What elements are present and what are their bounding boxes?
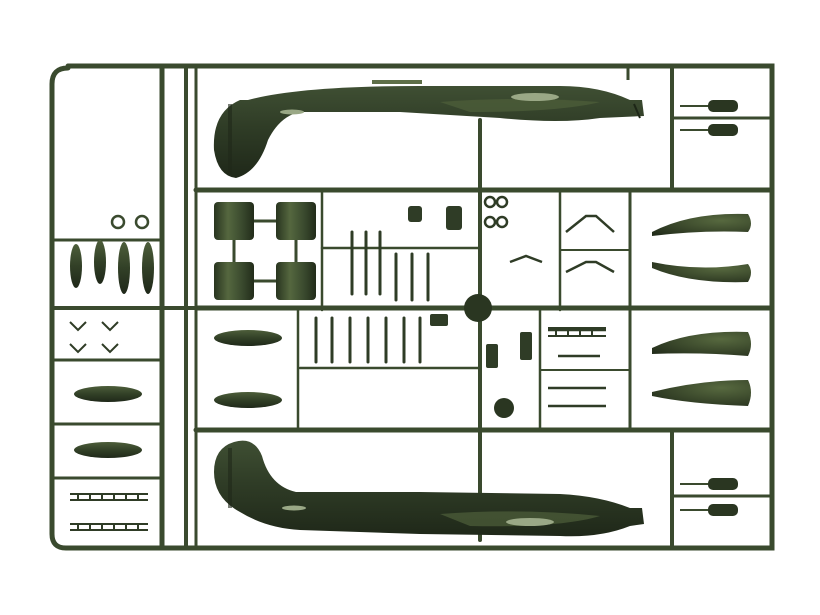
- strut-parts: [314, 230, 430, 364]
- bomb-rings: [110, 214, 150, 230]
- fuselage-half-top: [213, 80, 644, 178]
- wing-parts: [652, 213, 751, 406]
- small-prop-parts: [483, 195, 615, 408]
- fuselage-half-bottom: [214, 440, 644, 537]
- ladder-part: [548, 327, 606, 337]
- engine-cowlings: [214, 202, 316, 300]
- small-brackets: [408, 206, 532, 418]
- sprue-frame: [49, 63, 775, 551]
- small-gear-parts: [680, 100, 738, 516]
- vertical-bombs: [70, 240, 154, 294]
- drop-tanks: [74, 330, 282, 458]
- small-clips: [69, 321, 119, 354]
- bomb-racks: [70, 493, 148, 531]
